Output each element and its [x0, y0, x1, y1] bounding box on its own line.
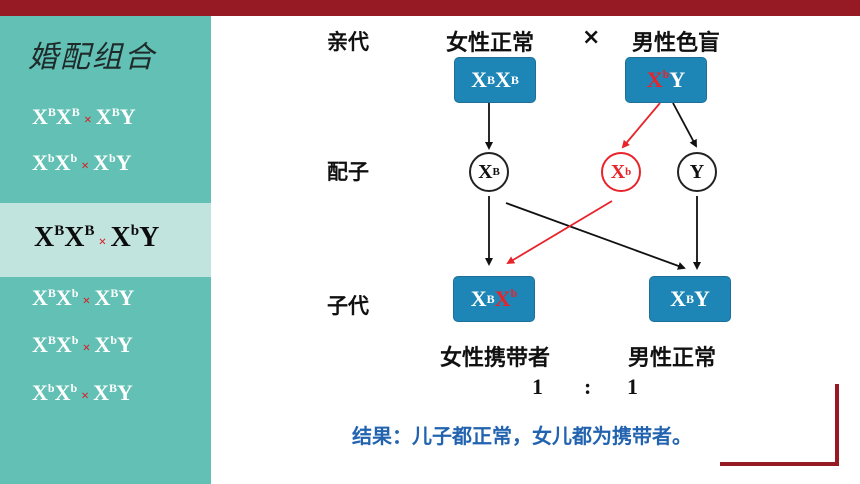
corner-frame-horizontal	[720, 462, 839, 466]
arrow-male-to-xb-gamete	[621, 102, 661, 149]
corner-frame-vertical	[835, 384, 839, 466]
cross-sign: ×	[582, 25, 601, 50]
sidebar-cross-1[interactable]: XBXB×XBY	[32, 104, 136, 129]
sidebar-highlight-band	[0, 203, 211, 277]
label-gametes: 配子	[327, 160, 369, 184]
sidebar-cross-3-selected[interactable]: XBXB×XbY	[34, 222, 160, 253]
ratio-left: 1	[532, 374, 543, 399]
ratio-right: 1	[627, 374, 638, 399]
sidebar-cross-6[interactable]: XbXb×XBY	[32, 380, 133, 405]
label-parents: 亲代	[327, 30, 369, 54]
arrow-xb-red-to-female-child	[506, 200, 613, 265]
top-accent-bar	[0, 0, 860, 16]
offspring-female-label: 女性携带者	[440, 346, 551, 371]
label-offspring: 子代	[327, 294, 369, 318]
sidebar-cross-4[interactable]: XBXb×XBY	[32, 285, 135, 310]
arrow-xb-to-male-child	[505, 202, 686, 270]
gamete-y-circle: Y	[677, 152, 717, 192]
parent-female-label: 女性正常	[446, 31, 535, 56]
sidebar-cross-5[interactable]: XBXb×XbY	[32, 332, 133, 357]
arrow-male-to-y	[672, 102, 697, 148]
sidebar-cross-2[interactable]: XbXb×XbY	[32, 150, 132, 175]
offspring-male-label: 男性正常	[628, 346, 717, 371]
result-text: 结果：儿子都正常，女儿都为携带者。	[352, 424, 692, 448]
sidebar-title: 婚配组合	[28, 40, 156, 75]
ratio-colon: :	[584, 374, 592, 399]
parent-male-label: 男性色盲	[632, 31, 721, 56]
